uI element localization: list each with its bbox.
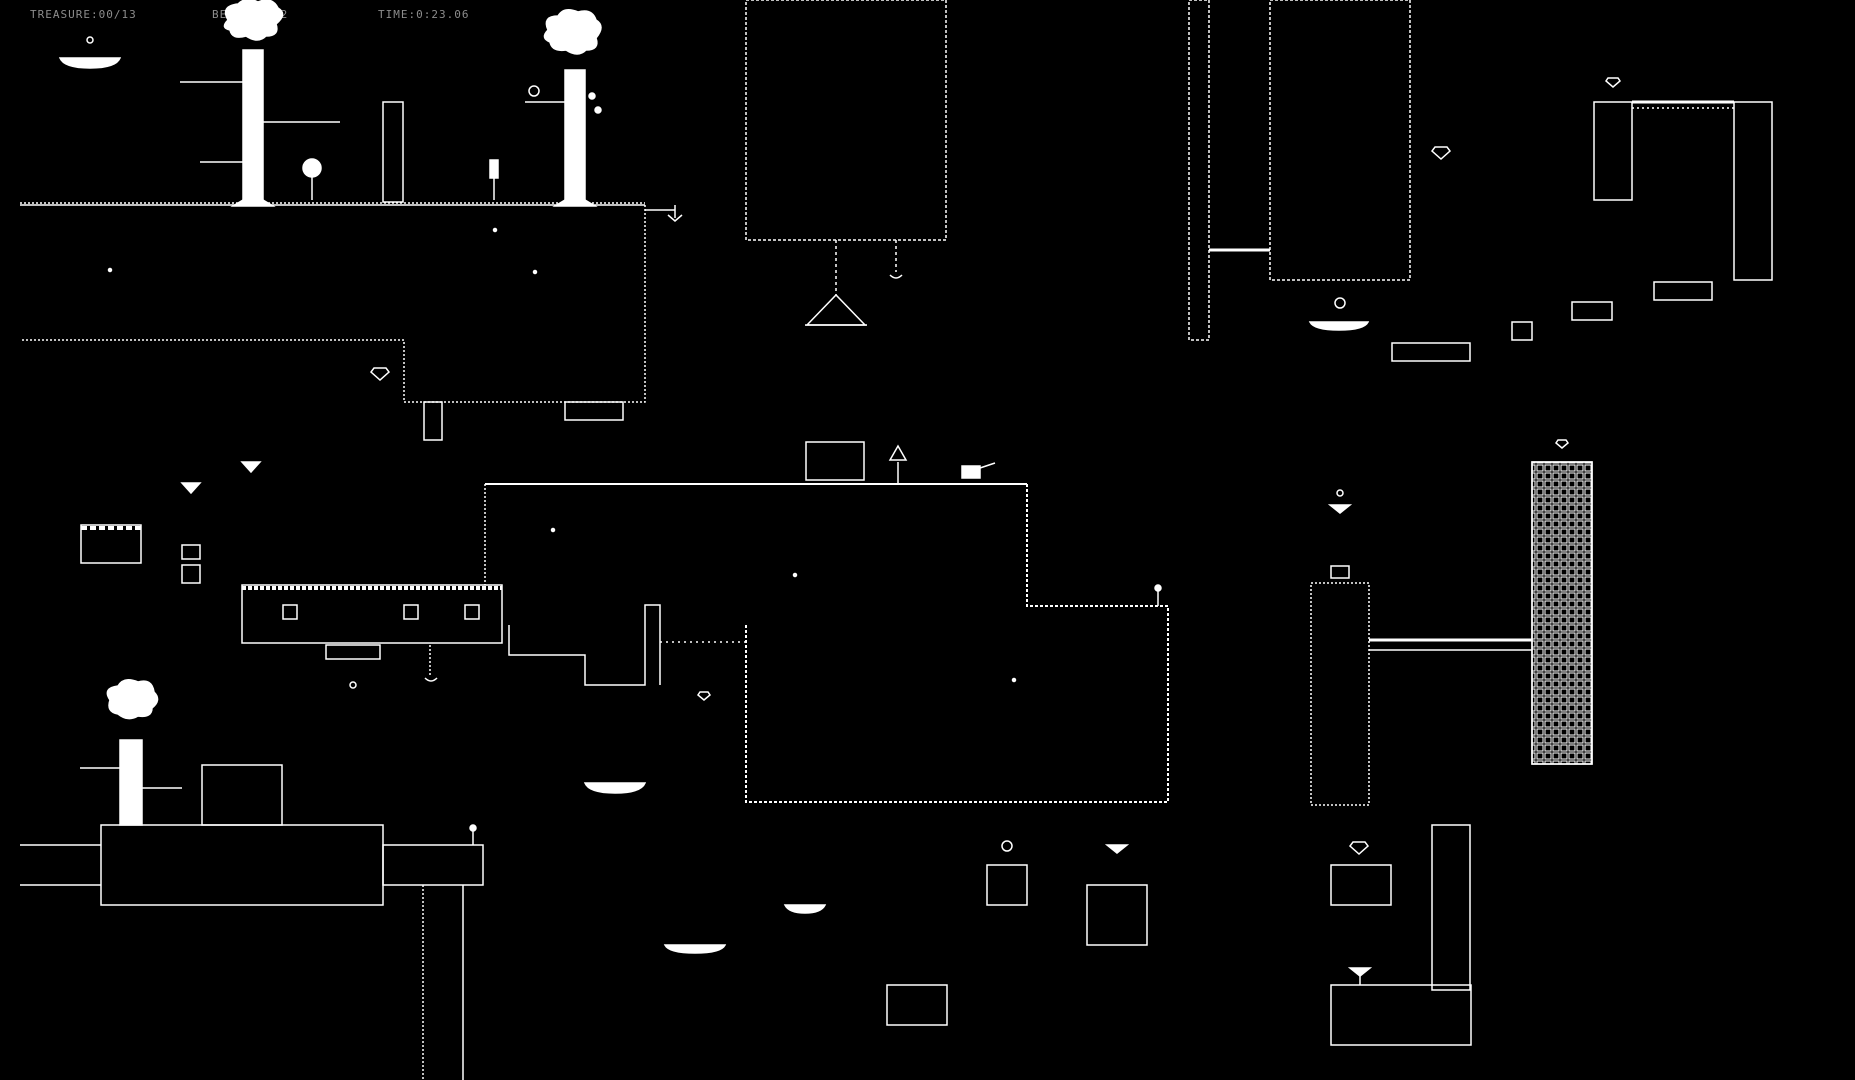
u-structure	[1593, 100, 1773, 281]
bottom-right-block	[1330, 824, 1472, 1046]
gem-icon	[1555, 439, 1569, 449]
bottom-left-ground	[20, 679, 484, 1080]
coin-icon	[86, 36, 94, 44]
warning-sign-icon	[888, 444, 908, 484]
sapling	[302, 158, 322, 200]
goal-flag-icon	[1154, 584, 1162, 606]
gem-icon	[1430, 146, 1452, 161]
coin-icon	[349, 681, 357, 689]
lamp-post	[489, 159, 499, 200]
coin-icon	[528, 85, 540, 97]
gem-icon	[369, 367, 391, 382]
player-character	[961, 462, 996, 479]
pillar-top-left	[382, 101, 404, 203]
gem-icon	[1605, 77, 1621, 88]
treasure-counter: TREASURE:00/13	[30, 8, 137, 21]
gem-icon	[1348, 841, 1370, 856]
gem-icon	[697, 691, 711, 701]
tree-2	[525, 9, 602, 207]
ground-block-top-left	[20, 202, 646, 441]
central-ground	[241, 441, 1169, 803]
chain-platform	[805, 240, 903, 326]
right-towers	[1310, 439, 1593, 806]
hanging-column-right	[1269, 0, 1411, 281]
tall-pillar-right	[1188, 0, 1210, 341]
tree-1	[180, 0, 340, 207]
elapsed-time: TIME:0:23.06	[378, 8, 470, 21]
hanging-column-center	[745, 0, 947, 241]
coin-icon	[1001, 840, 1013, 852]
coin-icon	[1334, 297, 1346, 309]
arrow-down-icon	[645, 205, 683, 222]
